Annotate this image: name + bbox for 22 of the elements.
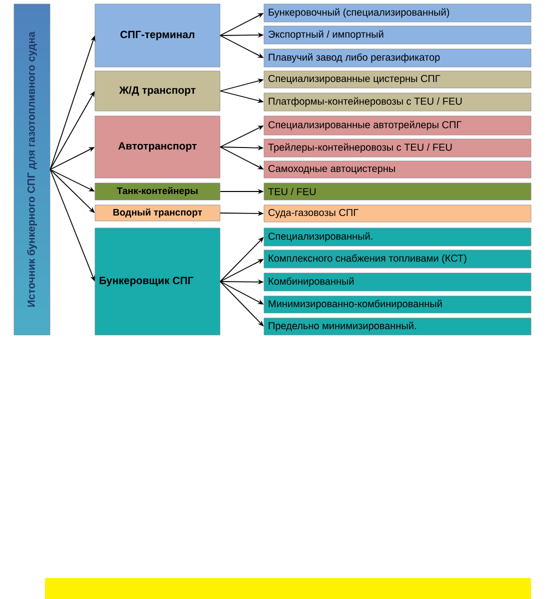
category-box: Автотранспорт	[94, 116, 220, 178]
category-box: Бункеровщик СПГ	[94, 228, 220, 336]
type-box: Экспортный / импортный	[264, 26, 532, 44]
source-bar: Источник бункерного СПГ для газотопливного судна	[14, 4, 50, 336]
type-box: Комбинированный	[264, 272, 532, 292]
type-box: Предельно минимизированный.	[264, 318, 532, 336]
category-box: СПГ-терминал	[94, 4, 220, 68]
type-box: Плавучий завод либо регазификатор	[264, 48, 532, 68]
category-box: Танк-контейнеры	[94, 182, 220, 200]
type-box: Бункеровочный (специализированный)	[264, 4, 532, 22]
type-box: Суда-газовозы СПГ	[264, 204, 532, 222]
type-box: Комплексного снабжения топливами (КСТ)	[264, 250, 532, 268]
type-box: Минимизированно-комбинированный	[264, 296, 532, 314]
category-box: Ж/Д транспорт	[94, 70, 220, 112]
type-box: TEU / FEU	[264, 182, 532, 200]
type-box: Специализированный.	[264, 228, 532, 246]
type-box: Специализированные автотрейлеры СПГ	[264, 116, 532, 136]
type-box: Самоходные автоцистерны	[264, 160, 532, 178]
type-box: Специализированные цистерны СПГ	[264, 70, 532, 88]
category-box: Водный транспорт	[94, 204, 220, 222]
type-box: Трейлеры-контейнеровозы с TEU / FEU	[264, 138, 532, 158]
type-box: Платформы-контейнеровозы с TEU / FEU	[264, 92, 532, 112]
